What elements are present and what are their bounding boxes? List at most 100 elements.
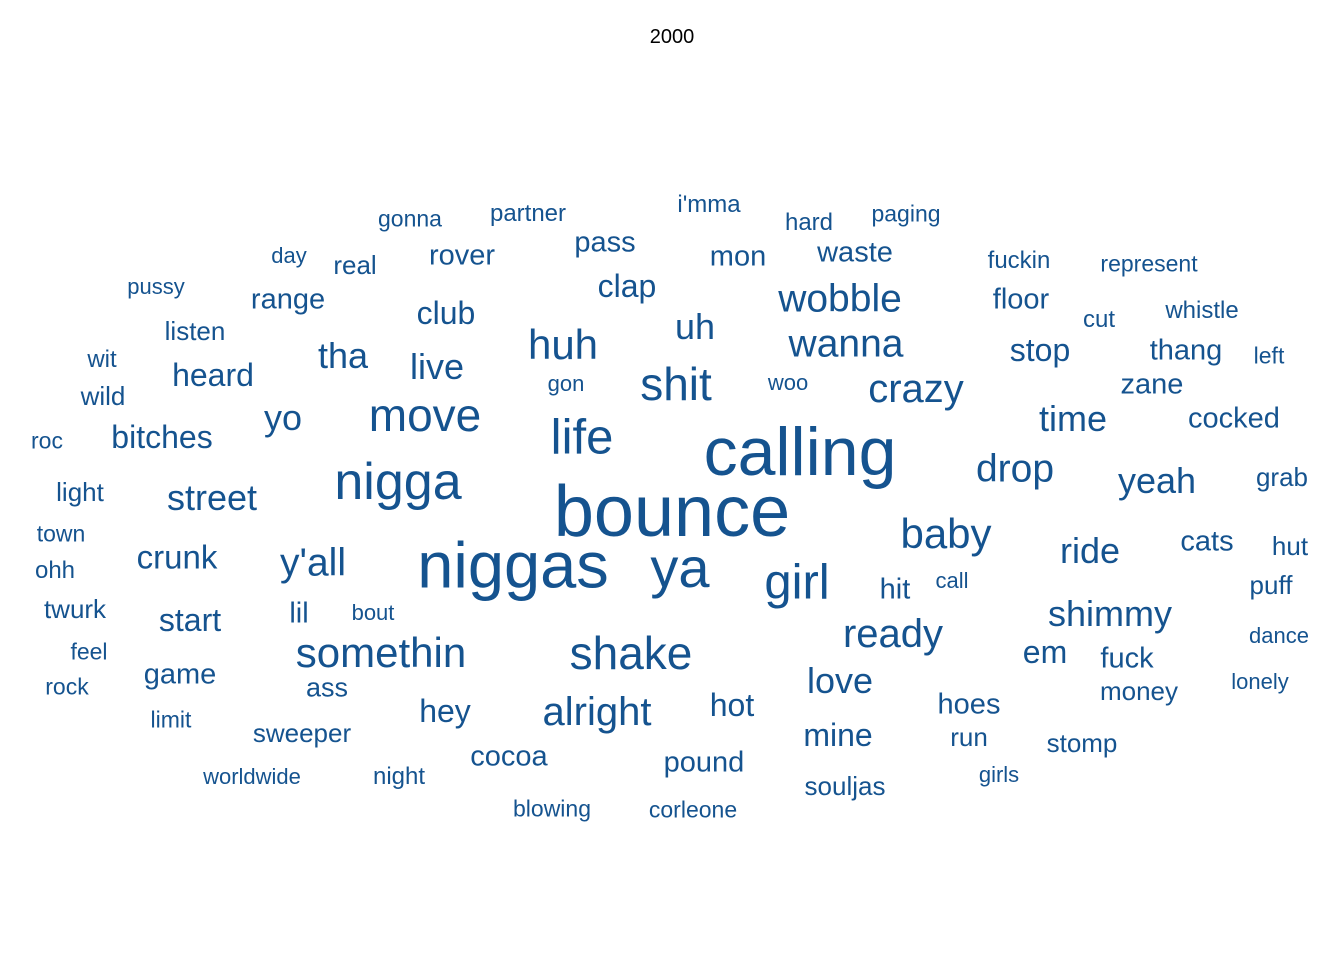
word-baby: baby [900, 510, 992, 557]
word-ride: ride [1059, 530, 1121, 571]
word-paging: paging [871, 200, 941, 227]
word-twurk: twurk [43, 594, 107, 624]
word-hot: hot [709, 687, 755, 723]
word-girls: girls [978, 762, 1020, 787]
word-cocoa: cocoa [470, 740, 548, 773]
word-night: night [372, 763, 426, 790]
word-cut: cut [1082, 306, 1116, 333]
word-live: live [409, 346, 465, 387]
word-light: light [56, 477, 104, 507]
word-represent: represent [1100, 250, 1198, 277]
word-niggas: niggas [417, 528, 609, 602]
word-ass: ass [305, 672, 349, 703]
word-waste: waste [817, 236, 893, 269]
word-pass: pass [574, 226, 636, 259]
word-money: money [1099, 676, 1179, 706]
word-game: game [143, 658, 217, 691]
word-crunk: crunk [136, 538, 218, 576]
word-sweeper: sweeper [252, 718, 352, 748]
word-zane: zane [1120, 368, 1184, 401]
word-thang: thang [1149, 334, 1223, 367]
word-wild: wild [80, 381, 126, 411]
word-call: call [935, 568, 969, 593]
word-floor: floor [992, 283, 1050, 316]
word-bounce: bounce [553, 472, 791, 552]
word-uh: uh [674, 306, 716, 347]
word-hard: hard [784, 209, 834, 236]
word-range: range [250, 283, 326, 316]
word-hit: hit [879, 573, 911, 606]
word-cocked: cocked [1188, 402, 1280, 435]
word-alright: alright [542, 690, 652, 734]
word-dance: dance [1249, 623, 1309, 648]
word-girl: girl [764, 555, 830, 610]
word-nigga: nigga [334, 453, 462, 511]
word-hut: hut [1271, 531, 1309, 561]
word-hey: hey [419, 693, 471, 729]
word-corleone: corleone [648, 796, 738, 823]
word-calling: calling [703, 414, 897, 490]
word-life: life [550, 410, 614, 465]
word-mine: mine [803, 717, 873, 753]
word-run: run [950, 722, 988, 752]
word-bitches: bitches [111, 419, 213, 455]
word-partner: partner [489, 200, 567, 227]
word-street: street [166, 477, 258, 518]
word-left: left [1253, 342, 1285, 369]
word-shake: shake [569, 627, 693, 679]
word-rover: rover [428, 239, 496, 272]
word-town: town [36, 520, 86, 547]
word-lonely: lonely [1231, 669, 1289, 694]
word-heard: heard [172, 357, 254, 393]
word-drop: drop [975, 447, 1055, 491]
word-start: start [158, 602, 222, 638]
word-wit: wit [87, 346, 117, 373]
word-blowing: blowing [513, 795, 591, 822]
word-stop: stop [1009, 332, 1071, 368]
word-cats: cats [1180, 525, 1234, 558]
word-y-all: y'all [280, 541, 346, 585]
word-day: day [271, 243, 307, 268]
word-fuck: fuck [1100, 642, 1154, 675]
word-feel: feel [70, 638, 108, 665]
word-listen: listen [164, 316, 226, 346]
word-roc: roc [31, 427, 63, 454]
word-stomp: stomp [1046, 728, 1118, 758]
chart-title: 2000 [649, 26, 695, 48]
word-gonna: gonna [378, 205, 442, 232]
word-woo: woo [767, 370, 809, 395]
word-grab: grab [1255, 462, 1309, 492]
word-em: em [1022, 634, 1068, 670]
word-love: love [806, 660, 874, 701]
word-crazy: crazy [868, 367, 964, 411]
word-lil: lil [289, 597, 309, 630]
word-fuckin: fuckin [987, 247, 1051, 274]
word-limit: limit [150, 706, 192, 733]
word-yo: yo [263, 397, 303, 438]
word-whistle: whistle [1165, 297, 1239, 324]
word-move: move [368, 389, 482, 441]
word-yeah: yeah [1117, 460, 1197, 501]
word-puff: puff [1249, 570, 1293, 600]
word-mon: mon [709, 240, 767, 273]
word-club: club [416, 295, 476, 331]
word-pound: pound [663, 746, 745, 779]
word-hoes: hoes [937, 688, 1001, 721]
word-pussy: pussy [127, 274, 185, 299]
word-time: time [1038, 398, 1108, 439]
word-ya: ya [650, 536, 710, 599]
word-huh: huh [527, 321, 599, 368]
word-i-mma: i'mma [677, 191, 741, 218]
word-shimmy: shimmy [1048, 593, 1172, 634]
word-ready: ready [842, 612, 944, 656]
word-bout: bout [351, 600, 395, 625]
word-wobble: wobble [778, 277, 902, 321]
word-tha: tha [317, 335, 369, 376]
word-rock: rock [45, 673, 89, 700]
word-clap: clap [597, 268, 657, 304]
word-gon: gon [547, 371, 585, 396]
word-wanna: wanna [788, 322, 904, 366]
word-shit: shit [640, 358, 712, 410]
